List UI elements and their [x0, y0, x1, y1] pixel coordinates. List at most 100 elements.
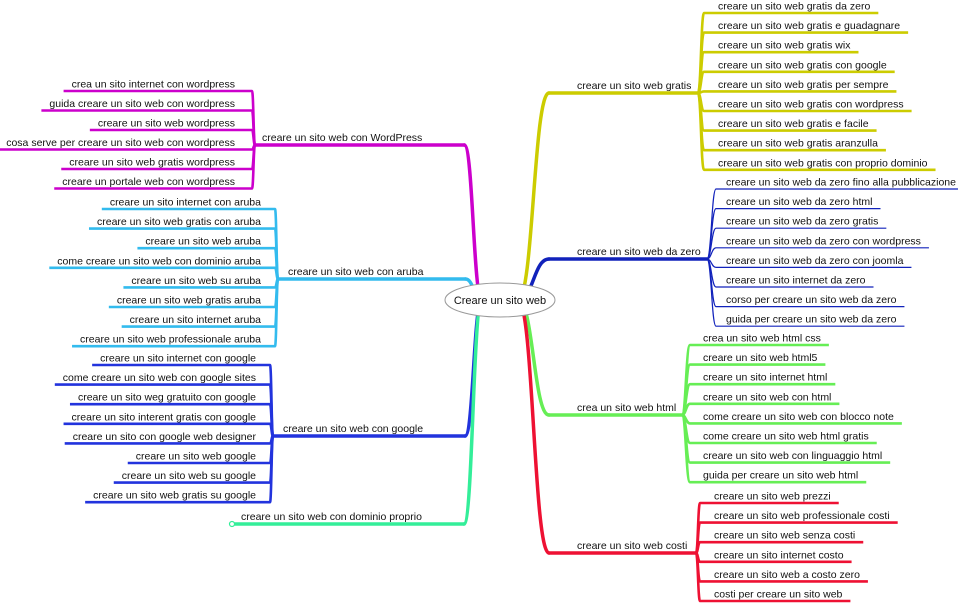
branch-label-costi[interactable]: creare un sito web costi [577, 540, 687, 552]
leaf-html-1[interactable]: creare un sito web html5 [680, 352, 826, 417]
leaf-label: creare un sito weg gratuito con google [78, 392, 256, 404]
leaf-wordpress-1[interactable]: guida creare un sito web con wordpress [41, 98, 257, 147]
center-node[interactable]: Creare un sito web [444, 282, 556, 318]
branch-label-html[interactable]: crea un sito web html [577, 402, 676, 414]
leaf-dazero-3[interactable]: creare un sito web da zero con wordpress [706, 235, 929, 260]
leaf-label: creare un sito internet con aruba [110, 197, 261, 209]
leaf-google-4[interactable]: creare un sito con google web designer [64, 431, 274, 445]
leaf-label: creare un sito web html5 [703, 352, 818, 364]
branch-label-google[interactable]: creare un sito web con google [283, 423, 423, 435]
branch-connector [462, 298, 484, 526]
leaf-aruba-4[interactable]: creare un sito web su aruba [123, 275, 279, 289]
leaf-label: corso per creare un sito web da zero [726, 294, 897, 306]
center-ellipse [444, 282, 556, 318]
leaf-costi-1[interactable]: creare un sito web professionale costi [694, 510, 898, 555]
leaf-gratis-5[interactable]: creare un sito web gratis con wordpress [696, 91, 912, 113]
leaf-label: creare un sito web con linguaggio html [703, 450, 882, 462]
leaf-aruba-2[interactable]: creare un sito web aruba [137, 236, 280, 281]
leaf-label: guida per creare un sito web html [703, 470, 858, 482]
leaf-label: crea un sito internet con wordpress [72, 79, 235, 91]
branch-label-wordpress[interactable]: creare un sito web con WordPress [262, 132, 422, 144]
leaf-google-7[interactable]: creare un sito web gratis su google [85, 434, 275, 504]
leaf-costi-5[interactable]: costi per creare un sito web [694, 551, 851, 603]
leaf-label: creare un sito web con html [703, 391, 831, 403]
leaf-label: guida per creare un sito web da zero [726, 314, 897, 326]
leaf-label: come creare un sito web con dominio arub… [57, 255, 261, 267]
leaf-label: creare un sito web senza costi [714, 530, 855, 542]
leaf-label: creare un sito web da zero con wordpress [726, 235, 921, 247]
leaf-label: creare un sito web da zero con joomla [726, 255, 904, 267]
leaf-html-3[interactable]: creare un sito web con html [681, 391, 840, 417]
leaf-label: creare un sito internet da zero [726, 275, 866, 287]
leaf-dazero-2[interactable]: creare un sito web da zero gratis [706, 216, 887, 260]
leaf-label: come creare un sito web html gratis [703, 431, 869, 443]
leaf-label: creare un sito web gratis aruba [117, 295, 261, 307]
leaf-connector [706, 258, 717, 327]
leaf-connector [273, 277, 280, 348]
leaf-label: creare un sito web gratis wordpress [69, 157, 235, 169]
leaf-label: come creare un sito web con blocco note [703, 411, 894, 423]
leaf-dazero-7[interactable]: guida per creare un sito web da zero [706, 258, 905, 327]
branch-gratis: creare un sito web gratis creare un sito … [516, 1, 936, 302]
leaf-label: creare un sito web su aruba [131, 275, 261, 287]
leaf-connector [268, 434, 275, 504]
leaf-label: creare un sito web professionale costi [714, 510, 890, 522]
branch-label-gratis[interactable]: creare un sito web gratis [577, 80, 691, 92]
leaf-label: creare un sito web gratis e guadagnare [718, 20, 900, 32]
leaf-aruba-0[interactable]: creare un sito internet con aruba [101, 197, 280, 281]
leaf-gratis-2[interactable]: creare un sito web gratis wix [696, 40, 859, 95]
leaf-dazero-4[interactable]: creare un sito web da zero con joomla [706, 255, 912, 268]
leaf-label: creare un sito interent gratis con googl… [72, 411, 257, 423]
leaf-wordpress-5[interactable]: creare un portale web con wordpress [54, 143, 257, 190]
leaf-costi-3[interactable]: creare un sito internet costo [695, 549, 852, 564]
leaf-connector [694, 551, 702, 603]
branch-wordpress: creare un sito web con WordPress crea un … [0, 79, 484, 302]
leaf-html-4[interactable]: come creare un sito web con blocco note [681, 411, 902, 425]
leaf-aruba-1[interactable]: creare un sito web gratis con aruba [88, 216, 280, 281]
leaf-label: creare un sito internet aruba [130, 314, 261, 326]
leaf-label: creare un sito web wordpress [98, 118, 235, 130]
leaf-label: creare un sito web gratis e facile [718, 118, 869, 130]
leaf-label: creare un sito web da zero fino alla pub… [726, 177, 956, 189]
branch-connector [462, 143, 484, 302]
branch-connector [516, 298, 551, 555]
leaf-connector [696, 91, 706, 172]
leaf-label: creare un sito internet con google [100, 353, 256, 365]
leaf-wordpress-0[interactable]: crea un sito internet con wordpress [63, 79, 257, 147]
leaf-dazero-1[interactable]: creare un sito web da zero html [706, 196, 881, 260]
leaf-label: creare un sito web gratis con aruba [97, 216, 261, 228]
leaf-label: creare un sito web da zero html [726, 196, 873, 208]
leaf-connector [680, 413, 692, 484]
leaf-label: creare un sito web gratis da zero [718, 1, 870, 13]
leaf-label: creare un sito web gratis con proprio do… [718, 157, 928, 169]
leaf-label: creare un sito web gratis per sempre [718, 79, 889, 91]
leaf-label: creare un sito internet html [703, 372, 827, 384]
leaf-label: creare un sito con google web designer [73, 431, 257, 443]
leaf-html-7[interactable]: guida per creare un sito web html [680, 413, 867, 484]
leaf-label: creare un sito web gratis con wordpress [718, 99, 904, 111]
leaf-label: creare un portale web con wordpress [62, 176, 235, 188]
branch-dominio: creare un sito web con dominio proprio [228, 298, 484, 528]
branch-aruba: creare un sito web con aruba creare un si… [49, 197, 484, 348]
leaf-wordpress-3[interactable]: cosa serve per creare un sito web con wo… [0, 137, 256, 151]
leaf-label: creare un sito web google [136, 451, 256, 463]
branch-label-dazero[interactable]: creare un sito web da zero [577, 246, 701, 258]
leaf-label: creare un sito web a costo zero [714, 569, 860, 581]
leaf-label: creare un sito web prezzi [714, 491, 831, 503]
leaf-label: creare un sito web da zero gratis [726, 216, 878, 228]
leaf-label: creare un sito web gratis aranzulla [718, 138, 878, 150]
leaf-connector [250, 143, 257, 190]
leaf-gratis-8[interactable]: creare un sito web gratis con proprio do… [696, 91, 936, 172]
leaf-label: guida creare un sito web con wordpress [49, 98, 235, 110]
branch-label-aruba[interactable]: creare un sito web con aruba [288, 266, 424, 278]
leaf-gratis-4[interactable]: creare un sito web gratis per sempre [697, 79, 897, 95]
leaf-label: creare un sito internet costo [714, 549, 844, 561]
leaf-label: creare un sito web aruba [145, 236, 261, 248]
leaf-label: crea un sito web html css [703, 333, 821, 345]
branch-connector [516, 298, 551, 417]
branch-dazero: creare un sito web da zero creare un sito… [516, 177, 958, 327]
branch-label-dominio[interactable]: creare un sito web con dominio proprio [241, 511, 422, 523]
leaf-dazero-5[interactable]: creare un sito internet da zero [706, 258, 874, 288]
branch-connector [516, 91, 551, 302]
leaf-aruba-7[interactable]: creare un sito web professionale aruba [72, 277, 280, 348]
